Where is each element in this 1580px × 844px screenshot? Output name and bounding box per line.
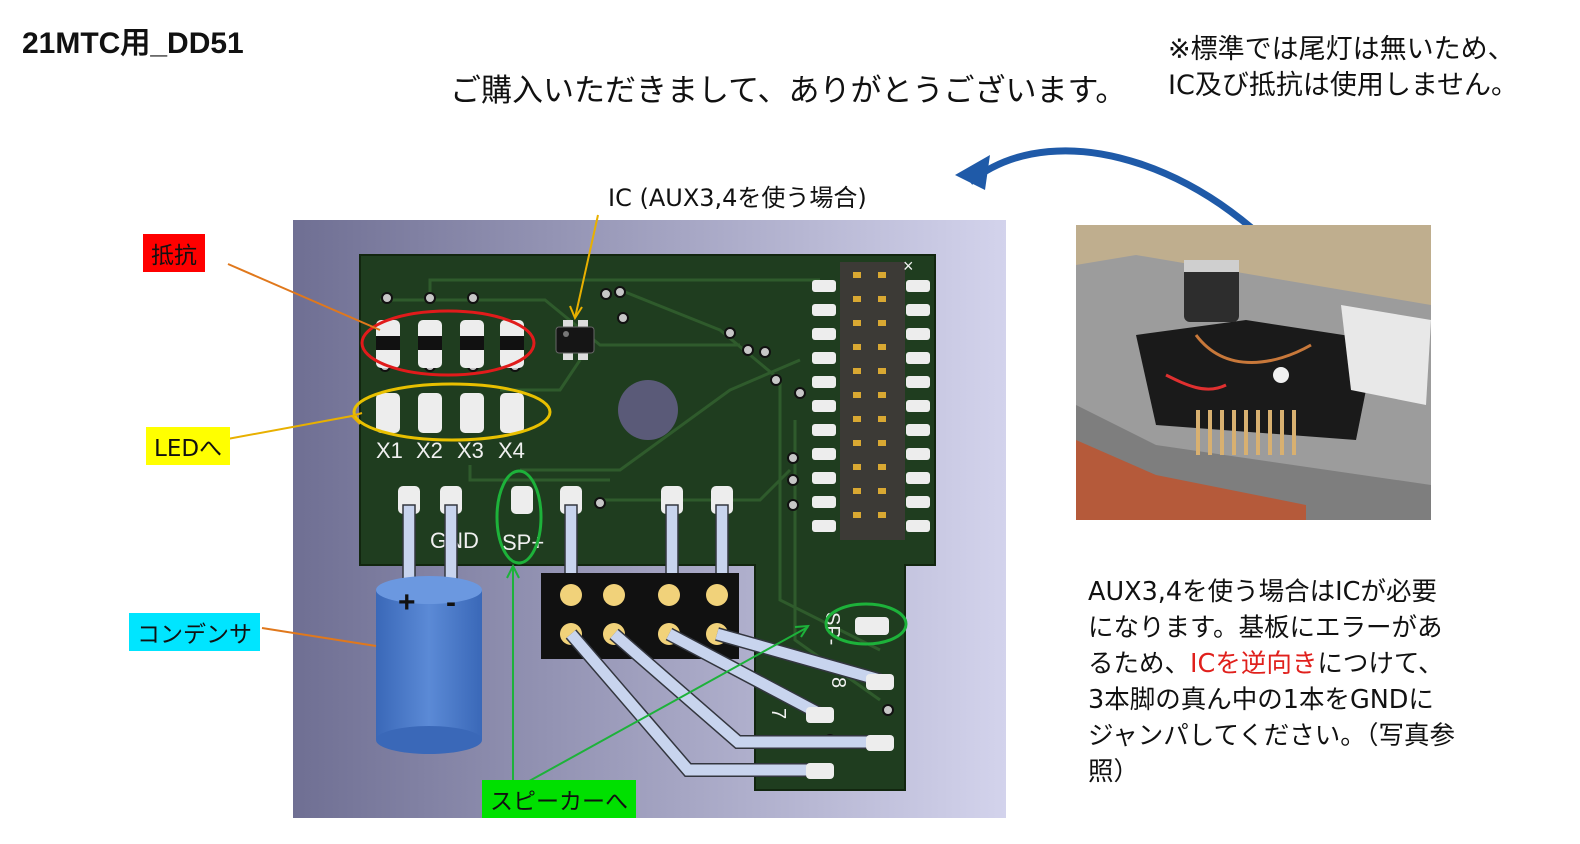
mounting-hole — [618, 380, 678, 440]
note-line-2: IC及び抵抗は使用しません。 — [1168, 70, 1519, 101]
para-line-4: 3本脚の真ん中の1本をGNDに — [1088, 685, 1434, 715]
para-line-3: るため、ICを逆向きにつけて、 — [1088, 646, 1488, 682]
led-callout-line — [221, 415, 353, 441]
right-pads — [806, 617, 894, 779]
label-x2: X2 — [416, 438, 443, 463]
cap-plus-sign: + — [398, 586, 416, 619]
ic-label: IC (AUX3,4を使う場合) — [608, 184, 867, 212]
para-line-6: 照） — [1088, 757, 1140, 787]
sp-plus-arrowhead — [506, 563, 520, 579]
speaker-arrows — [506, 563, 810, 791]
pad-5 — [806, 763, 834, 779]
resistor-3 — [460, 320, 484, 368]
ic-callout-line — [574, 214, 599, 319]
resistor-label: 抵抗 — [143, 234, 205, 272]
para-line-3c: につけて、 — [1317, 649, 1444, 679]
note-line-1: ※標準では尾灯は無いため、 — [1168, 34, 1515, 65]
arrow-tail-wedge — [955, 155, 990, 190]
para-line-3a: るため、 — [1088, 649, 1191, 679]
sp-minus-highlight — [824, 602, 908, 646]
label-x1: X1 — [376, 438, 403, 463]
cap-minus-sign: - — [446, 586, 456, 619]
connector-x-mark: × — [903, 256, 914, 276]
capacitor-label: コンデンサ — [129, 613, 260, 651]
pad-sp-minus — [855, 617, 889, 635]
capacitor — [376, 576, 482, 754]
pad-6 — [866, 735, 894, 751]
thank-you-message: ご購入いただきまして、ありがとうございます。 — [450, 73, 1127, 109]
label-7: 7 — [767, 708, 789, 719]
resistor-array — [376, 320, 524, 368]
led-callout-arrowhead — [350, 412, 363, 425]
ic-reverse-highlight: ICを逆向き — [1190, 649, 1318, 679]
ic-callout-arrowhead — [569, 305, 583, 321]
photo-illustration — [1076, 225, 1431, 520]
pad-sp-plus — [511, 486, 533, 514]
led-labels: X1 X2 X3 X4 — [376, 438, 525, 463]
page-title: 21MTC用_DD51 — [22, 27, 244, 60]
led-label: LEDへ — [146, 427, 231, 465]
label-x3: X3 — [457, 438, 484, 463]
para-line-5: ジャンパしてください。（写真参 — [1088, 721, 1455, 751]
label-8: 8 — [827, 677, 849, 688]
long-wires — [566, 628, 882, 776]
mtc21-connector: × — [812, 256, 930, 540]
pad-7 — [806, 707, 834, 723]
speaker-label: スピーカーへ — [482, 780, 636, 818]
capacitor-callout-line — [261, 627, 377, 647]
tail-light-note: ※標準では尾灯は無いため、 IC及び抵抗は使用しません。 — [1168, 32, 1518, 104]
led-pad-x2 — [418, 393, 442, 433]
led-pads — [376, 393, 524, 433]
led-highlight — [352, 382, 552, 442]
resistor-4 — [500, 320, 524, 368]
resistor-1 — [376, 320, 400, 368]
sp-minus-arrow — [512, 626, 809, 791]
ic-instructions: AUX3,4を使う場合はICが必要 になります。基板にエラーがあ るため、ICを… — [1088, 574, 1488, 790]
led-pad-x1 — [376, 393, 400, 433]
wire-legs — [402, 504, 729, 598]
led-pad-x4 — [500, 393, 524, 433]
callout-lines — [221, 214, 599, 647]
resistor-2 — [418, 320, 442, 368]
para-line-1: AUX3,4を使う場合はICが必要 — [1088, 577, 1437, 607]
resistor-highlight — [360, 309, 536, 377]
sp-plus-highlight — [495, 469, 543, 565]
pin-header — [541, 573, 739, 659]
ic-chip — [555, 320, 595, 360]
pcb-traces — [380, 278, 881, 702]
sp-minus-arrowhead — [794, 624, 810, 638]
resistor-callout-line — [227, 263, 381, 331]
para-line-2: になります。基板にエラーがあ — [1088, 613, 1443, 643]
pad-8 — [866, 674, 894, 690]
installed-decoder-photo — [1076, 225, 1431, 520]
label-x4: X4 — [498, 438, 525, 463]
led-pad-x3 — [460, 393, 484, 433]
